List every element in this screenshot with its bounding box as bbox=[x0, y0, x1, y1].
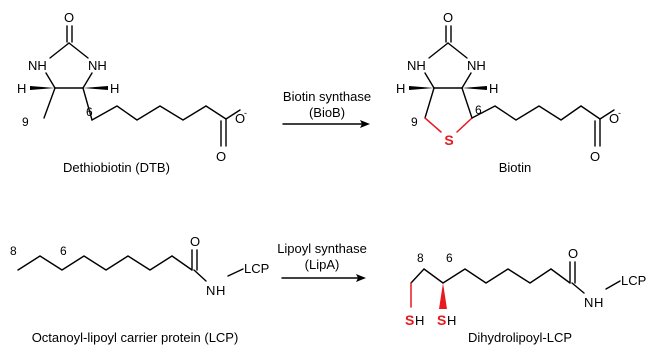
biotin-structure: O NH NH H H S 9 6 O - O Biotin bbox=[396, 10, 621, 175]
dethiobiotin-structure: O NH NH H H 9 6 O - O Dethiobiotin (DTB) bbox=[17, 10, 247, 175]
dtb-c9-label: 9 bbox=[22, 115, 29, 129]
dtb-carboxylate-oxygen: O bbox=[235, 111, 245, 126]
biotin-charge: - bbox=[618, 108, 621, 118]
dtb-name: Dethiobiotin (DTB) bbox=[63, 160, 170, 175]
lcp-carbonyl-oxygen: O bbox=[190, 234, 200, 249]
lcp-amide-h: H bbox=[216, 283, 225, 298]
dtb-nh-right: NH bbox=[88, 58, 107, 73]
dhl-carrier: LCP bbox=[621, 273, 646, 288]
lcp-c6-label: 6 bbox=[60, 244, 67, 258]
dtb-h-left: H bbox=[17, 81, 26, 96]
dtb-charge: - bbox=[244, 108, 247, 118]
dhl-amide-n: N bbox=[584, 295, 593, 310]
biotin-carbonyl-oxygen: O bbox=[443, 10, 453, 25]
lcp-c8-label: 8 bbox=[10, 244, 17, 258]
biotin-h-left: H bbox=[396, 81, 405, 96]
dhl-carbonyl-oxygen: O bbox=[568, 246, 578, 261]
dhl-thiol-s-6: S bbox=[437, 312, 446, 328]
biotin-c6-label: 6 bbox=[475, 103, 482, 117]
enzyme-biob: (BioB) bbox=[309, 105, 345, 120]
biotin-h-right: H bbox=[489, 81, 498, 96]
dhl-thiol-h-8: H bbox=[415, 313, 424, 328]
dhl-thiol-h-6: H bbox=[447, 313, 456, 328]
dihydrolipoyl-lcp-structure: 8 6 S H S H O N H LCP Dihydrolipoyl-LCP bbox=[405, 246, 646, 345]
dhl-c8-label: 8 bbox=[417, 251, 424, 265]
reaction-arrow-biob: Biotin synthase (BioB) bbox=[282, 89, 371, 128]
enzyme-lipoyl-synthase: Lipoyl synthase bbox=[277, 241, 367, 256]
dtb-carbonyl-oxygen-2: O bbox=[216, 149, 226, 164]
dtb-carbonyl-oxygen: O bbox=[64, 10, 74, 25]
reaction-arrow-lipa: Lipoyl synthase (LipA) bbox=[277, 241, 367, 282]
biotin-c9-label: 9 bbox=[411, 115, 418, 129]
lcp-carrier: LCP bbox=[244, 261, 269, 276]
biotin-nh-left: NH bbox=[407, 58, 426, 73]
dtb-nh-left: NH bbox=[28, 58, 47, 73]
octanoyl-lcp-structure: 8 6 O N H LCP Octanoyl-lipoyl carrier pr… bbox=[10, 234, 269, 345]
biotin-sulfur: S bbox=[444, 132, 453, 148]
lcp-amide-n: N bbox=[206, 283, 215, 298]
dihydrolipoyl-lcp-name: Dihydrolipoyl-LCP bbox=[468, 330, 572, 345]
enzyme-biotin-synthase: Biotin synthase bbox=[283, 89, 371, 104]
biotin-carbonyl-oxygen-2: O bbox=[590, 149, 600, 164]
dtb-c6-label: 6 bbox=[86, 105, 93, 119]
enzyme-lipa: (LipA) bbox=[305, 257, 340, 272]
dhl-amide-h: H bbox=[594, 295, 603, 310]
biotin-nh-right: NH bbox=[467, 58, 486, 73]
dtb-h-right: H bbox=[110, 81, 119, 96]
dhl-thiol-s-8: S bbox=[405, 312, 414, 328]
octanoyl-lcp-name: Octanoyl-lipoyl carrier protein (LCP) bbox=[32, 330, 239, 345]
biotin-name: Biotin bbox=[499, 160, 532, 175]
biotin-carboxylate-oxygen: O bbox=[609, 111, 619, 126]
dhl-c6-label: 6 bbox=[446, 251, 453, 265]
